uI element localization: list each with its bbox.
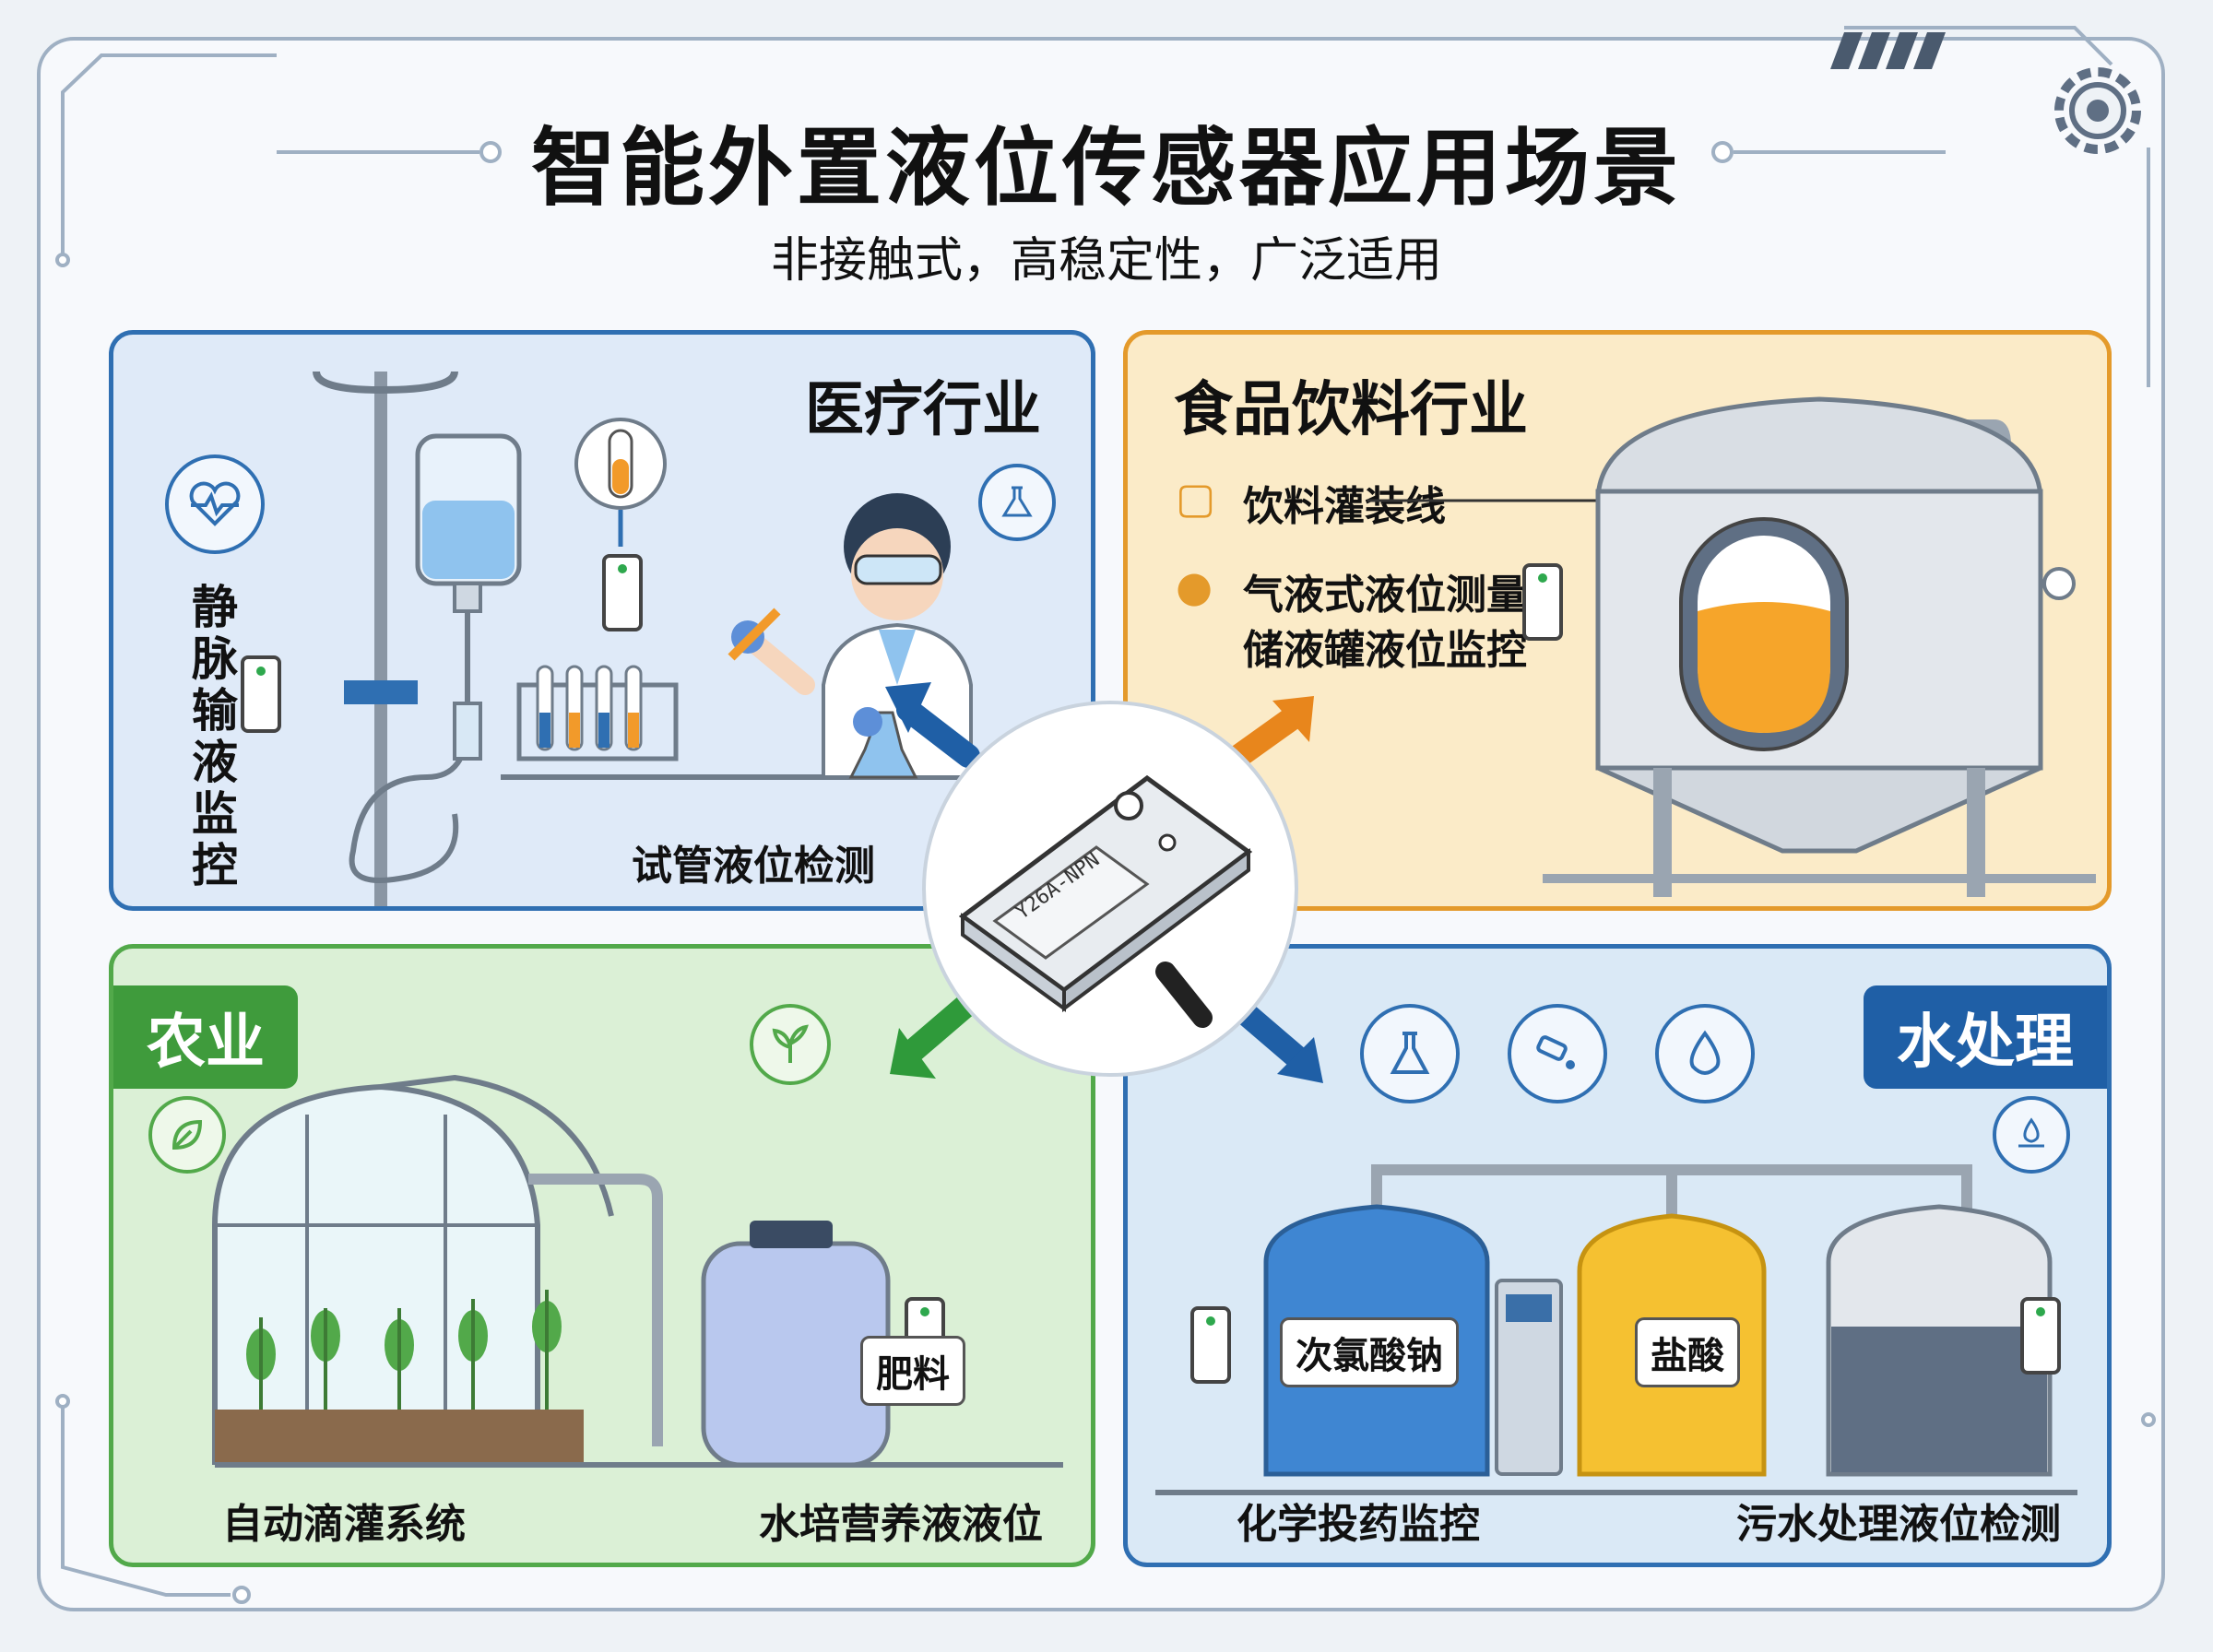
fruit-icon: ●	[1176, 561, 1213, 611]
fertilizer-tank-label: 肥料	[860, 1336, 965, 1406]
seedling-icon	[750, 1004, 831, 1085]
test-tube-label: 试管液位检测	[632, 843, 875, 890]
water-level-icon	[1993, 1096, 2070, 1174]
tanks-illustration	[1155, 1164, 2077, 1495]
sewage-level-label: 污水处理液位检测	[1736, 1501, 2061, 1548]
iv-monitor-label: 静脉输液监控	[192, 581, 238, 892]
heartbeat-icon	[165, 454, 265, 554]
water-drop-icon	[1655, 1004, 1755, 1103]
greenhouse-illustration	[212, 1074, 1063, 1468]
hydroponic-label: 水培营养液液位	[759, 1501, 1043, 1548]
flask-icon	[978, 464, 1056, 541]
page-subtitle: 非接触式，高稳定性，广泛适用	[770, 233, 1442, 289]
page-title: 智能外置液位传感器应用场景	[530, 119, 1682, 218]
food-title: 食品饮料行业	[1174, 376, 1528, 444]
chemical-flask-icon	[1360, 1004, 1460, 1103]
drip-irrigation-label: 自动滴灌系统	[222, 1501, 466, 1548]
sensor-device-illustration	[958, 774, 1253, 1028]
iv-stand-illustration	[241, 371, 522, 906]
medical-panel: 医疗行业 静脉输液监控 试管液位检测	[109, 330, 1095, 911]
hydrochloric-acid-label: 盐酸	[1635, 1317, 1740, 1387]
storage-tank-illustration	[1367, 396, 2096, 897]
leaf-icon	[148, 1096, 226, 1174]
beverage-cup-icon: ▢	[1176, 473, 1216, 523]
chemical-dosing-label: 化学投药监控	[1237, 1501, 1480, 1548]
agriculture-tag: 农业	[113, 985, 298, 1089]
food-item-1: 饮料灌装线	[1243, 483, 1446, 530]
food-panel: 食品饮料行业 ▢ 饮料灌装线 ● 气液式液位测量 储液罐液位监控	[1123, 330, 2112, 911]
sodium-hypochlorite-label: 次氯酸钠	[1280, 1317, 1459, 1387]
gear-icon	[2054, 67, 2141, 154]
water-tag: 水处理	[1864, 985, 2107, 1089]
food-item-2: 气液式液位测量	[1243, 572, 1527, 619]
food-item-3: 储液罐液位监控	[1243, 627, 1527, 674]
dosing-icon	[1508, 1004, 1607, 1103]
center-sensor-circle: Y26A-NPN	[922, 701, 1298, 1077]
medical-title: 医疗行业	[805, 376, 1041, 444]
